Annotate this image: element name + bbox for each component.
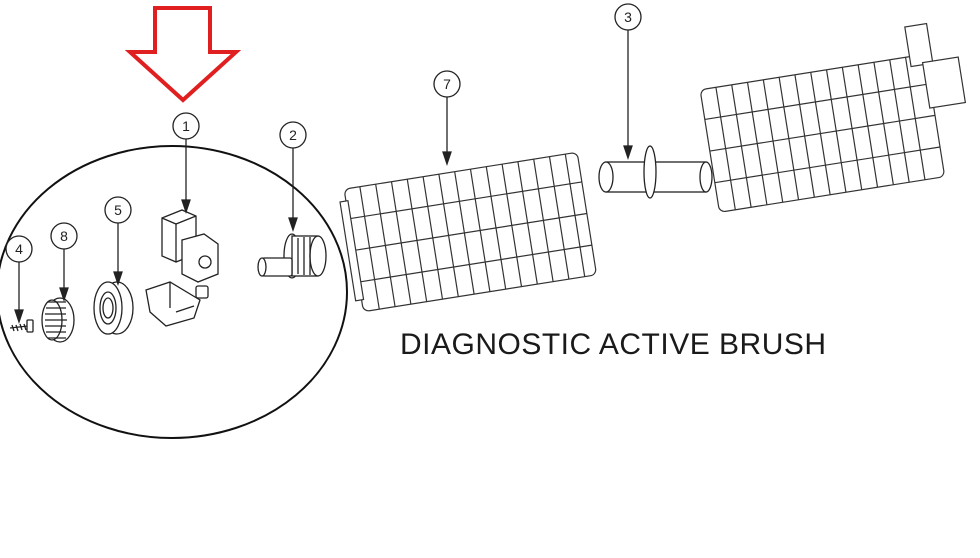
callout-5: 5 <box>104 196 132 224</box>
callout-2: 2 <box>279 121 307 149</box>
callout-3-label: 3 <box>624 9 632 25</box>
screw-part <box>9 319 34 333</box>
callout-7: 7 <box>433 70 461 98</box>
callout-7-label: 7 <box>443 76 451 92</box>
leader-lines <box>14 30 633 325</box>
diagram-title: DIAGNOSTIC ACTIVE BRUSH <box>400 328 827 361</box>
gear-shaft-part <box>257 233 327 279</box>
callout-4: 4 <box>5 235 33 263</box>
callout-1: 1 <box>172 112 200 140</box>
highlight-arrow <box>124 6 242 103</box>
callout-8-label: 8 <box>60 228 68 244</box>
callout-2-label: 2 <box>289 127 297 143</box>
brush-part <box>339 152 597 312</box>
callout-1-label: 1 <box>182 118 190 134</box>
axle-part <box>598 145 713 199</box>
callout-3: 3 <box>614 3 642 31</box>
callout-8: 8 <box>50 222 78 250</box>
brush-assembly-part <box>700 22 967 213</box>
callout-5-label: 5 <box>114 202 122 218</box>
bracket-part <box>145 209 219 327</box>
gear-part <box>41 297 75 343</box>
bearing-part <box>93 281 134 335</box>
parts-group-ellipse <box>0 145 348 439</box>
callout-4-label: 4 <box>15 241 23 257</box>
